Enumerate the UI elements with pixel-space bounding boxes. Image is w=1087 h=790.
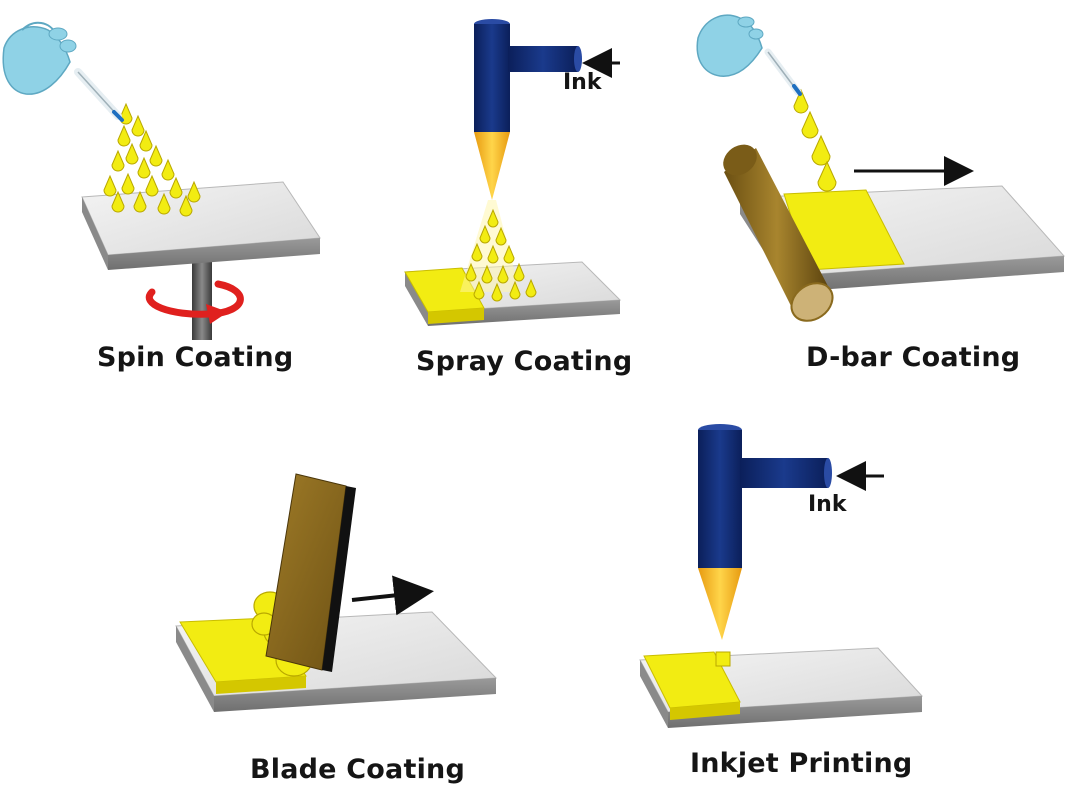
spin-coating-title: Spin Coating <box>97 342 294 373</box>
motion-arrow-icon <box>351 575 434 616</box>
pipette-hand-icon <box>696 14 802 96</box>
ink-droplets <box>793 88 837 192</box>
blade-substrate <box>175 611 498 712</box>
ink-droplets <box>103 102 201 217</box>
inkjet-substrate <box>639 647 924 728</box>
spray-nozzle <box>474 19 582 200</box>
blade-coating-illustration <box>175 473 498 712</box>
spray-ink-label: Ink <box>563 70 602 95</box>
dbar-rod <box>723 144 834 322</box>
ink-droplet <box>715 651 731 667</box>
spray-droplets <box>460 200 537 302</box>
spin-shaft <box>192 252 212 340</box>
spray-coating-title: Spray Coating <box>416 346 633 377</box>
spin-coating-illustration <box>2 21 321 340</box>
dbar-coating-illustration <box>696 14 1066 322</box>
inkjet-printing-title: Inkjet Printing <box>690 748 913 779</box>
blade-coating-title: Blade Coating <box>250 754 465 785</box>
coating-blade <box>265 473 356 672</box>
spray-coating-illustration <box>404 19 622 326</box>
inkjet-printing-illustration <box>639 424 924 728</box>
inkjet-nozzle <box>698 424 832 667</box>
dbar-coating-title: D-bar Coating <box>806 342 1021 373</box>
inkjet-ink-label: Ink <box>808 492 847 517</box>
rotation-arrow-icon <box>146 280 244 324</box>
pipette-hand-icon <box>2 21 124 122</box>
